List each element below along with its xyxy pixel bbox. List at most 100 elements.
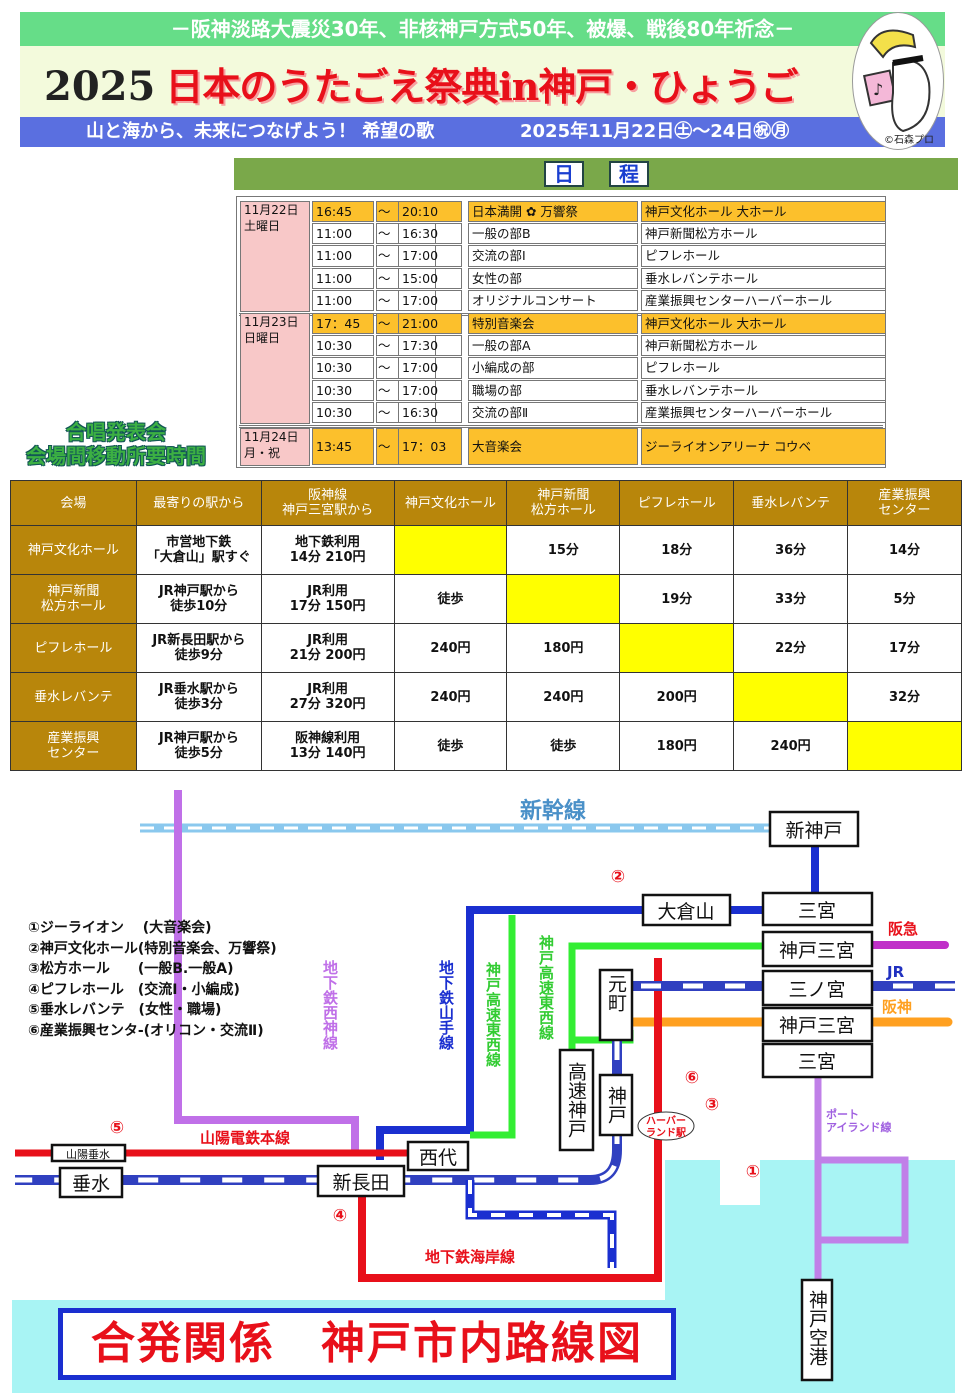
column-header: 神戸文化ホール <box>393 480 508 526</box>
venue-name: 垂水レバンテ <box>10 672 137 722</box>
travel-time <box>393 525 508 575</box>
legend-item: ⑥産業振興センタ-(オリコン・交流Ⅱ) <box>28 1022 264 1039</box>
station-kosoku-kobe: 高速神戸 <box>565 1062 587 1138</box>
schedule-venue: 神戸新聞松方ホール <box>641 335 886 357</box>
schedule-end: 17：03 <box>398 428 462 465</box>
travel-time: 22分 <box>733 623 849 673</box>
legend-item: ①ジーライオン (大音楽会) <box>28 920 212 936</box>
schedule-end: 17:00 <box>398 379 462 401</box>
label-shinkansen: 新幹線 <box>520 798 586 824</box>
table-header-row: 会場最寄りの駅から阪神線 神戸三宮駅から神戸文化ホール神戸新聞 松方ホールピフレ… <box>10 480 962 526</box>
schedule-event: 大音楽会 <box>468 428 638 465</box>
copyright-credit: ©石森プロ <box>884 135 934 146</box>
day-weekday: 日曜日 <box>244 331 281 345</box>
travel-time: 180円 <box>619 721 735 771</box>
travel-time: 240円 <box>733 721 849 771</box>
marker-1: ① <box>746 1162 760 1182</box>
schedule-start: 11:00 <box>312 223 374 245</box>
title-row: 2025 日本のうたごえ祭典in神戸・ひょうご <box>44 56 844 116</box>
travel-time: 33分 <box>733 574 849 624</box>
travel-time <box>733 672 849 722</box>
travel-time: 19分 <box>619 574 735 624</box>
svg-text:♪: ♪ <box>873 80 883 99</box>
station-sannomiya-jr: 三ノ宮 <box>788 979 845 1001</box>
nearest-station: JR神戸駅から 徒歩5分 <box>135 721 262 771</box>
schedule-start: 10:30 <box>312 335 374 357</box>
column-header: 産業振興 センター <box>847 480 962 526</box>
schedule-venue: 垂水レバンテホール <box>641 267 886 289</box>
travel-time: 徒歩 <box>506 721 621 771</box>
venue-name: 産業振興 センター <box>10 721 137 771</box>
travel-time: 240円 <box>393 623 508 673</box>
day-date: 11月22日 <box>244 203 299 217</box>
title-year: 2025 <box>44 63 156 110</box>
schedule-venue: 神戸文化ホール 大ホール <box>641 313 886 335</box>
travel-time: 32分 <box>847 672 962 722</box>
label-hanshin: 阪神 <box>882 998 912 1016</box>
venue-name: ピフレホール <box>10 623 137 673</box>
travel-time <box>506 574 621 624</box>
travel-time: 5分 <box>847 574 962 624</box>
event-dates: 2025年11月22日㊏～24日㊗㊊ <box>520 121 790 142</box>
harborland-station <box>637 1111 695 1141</box>
travel-time: 15分 <box>506 525 621 575</box>
station-motomachi: 元町 <box>605 974 627 1012</box>
yamate-line <box>376 906 765 1160</box>
schedule-end: 17:00 <box>398 245 462 267</box>
title-band <box>20 46 945 117</box>
travel-time <box>847 721 962 771</box>
schedule-end: 17:00 <box>398 357 462 379</box>
travel-time: 200円 <box>619 672 735 722</box>
station-sannomiya: 三宮 <box>798 900 836 922</box>
station-sannomiya-port: 三宮 <box>798 1051 836 1073</box>
nearest-station: JR新長田駅から 徒歩9分 <box>135 623 262 673</box>
schedule-event: オリジナルコンサート <box>468 289 638 311</box>
label-seishin: 地下鉄西神線 <box>321 959 339 1051</box>
travel-time: 徒歩 <box>393 721 508 771</box>
legend-item: ⑤垂水レバンテ (女性・職場) <box>28 1002 222 1018</box>
tagline-band: 山と海から、未来につなげよう！ 希望の歌 2025年11月22日㊏～24日㊗㊊ <box>20 117 945 147</box>
port-island-line <box>814 1077 909 1290</box>
schedule-event: 特別音楽会 <box>468 313 638 335</box>
schedule-event: 女性の部 <box>468 267 638 289</box>
travel-time: 14分 <box>847 525 962 575</box>
travel-time: 17分 <box>847 623 962 673</box>
marker-2: ② <box>611 867 625 887</box>
day-date: 11月24日 <box>244 430 299 444</box>
from-hanshin-sannomiya: 地下鉄利用 14分 210円 <box>260 525 395 575</box>
from-hanshin-sannomiya: JR利用 17分 150円 <box>260 574 395 624</box>
column-header: 阪神線 神戸三宮駅から <box>260 480 395 526</box>
schedule-start: 17：45 <box>312 313 374 335</box>
travel-time <box>619 623 735 673</box>
schedule-day: 11月22日土曜日 <box>240 201 310 312</box>
schedule-event: 一般の部A <box>468 335 638 357</box>
from-hanshin-sannomiya: 阪神線利用 13分 140円 <box>260 721 395 771</box>
schedule-start: 11:00 <box>312 289 374 311</box>
heading-line: 合唱発表会 <box>66 420 166 444</box>
mascot-logo: ♪ <box>852 12 944 150</box>
travel-time-heading: 合唱発表会 会場間移動所要時間 <box>8 420 224 468</box>
label-port-island: ポートアイランド線 <box>826 1107 891 1134</box>
station-shinkobe: 新神戸 <box>785 820 842 842</box>
map-title: 合発関係 神戸市内路線図 <box>58 1308 676 1380</box>
day-weekday: 土曜日 <box>244 219 281 233</box>
schedule-end: 17:30 <box>398 335 462 357</box>
day-weekday: 月・祝 <box>244 446 281 460</box>
schedule-start: 10:30 <box>312 401 374 423</box>
station-sanyo-tarumi: 山陽垂水 <box>66 1148 110 1161</box>
schedule-event: 小編成の部 <box>468 357 638 379</box>
schedule-venue: 神戸新聞松方ホール <box>641 223 886 245</box>
station-kobe: 神戸 <box>605 1086 627 1124</box>
venue-name: 神戸新聞 松方ホール <box>10 574 137 624</box>
page-title: 日本のうたごえ祭典in神戸・ひょうご <box>165 64 798 109</box>
station-kobe-sannomiya-hanshin: 神戸三宮 <box>779 1015 855 1037</box>
station-harborland: ハーバーランド駅 <box>646 1115 687 1139</box>
from-hanshin-sannomiya: JR利用 27分 320円 <box>260 672 395 722</box>
schedule-event: 交流の部Ⅱ <box>468 401 638 423</box>
route-map: 新神戸 大倉山 三宮 神戸三宮 三ノ宮 神戸三宮 三宮 西代 新長田 垂水 山陽… <box>12 790 955 1393</box>
from-hanshin-sannomiya: JR利用 21分 200円 <box>260 623 395 673</box>
travel-time: 36分 <box>733 525 849 575</box>
schedule-event: 交流の部Ⅰ <box>468 245 638 267</box>
